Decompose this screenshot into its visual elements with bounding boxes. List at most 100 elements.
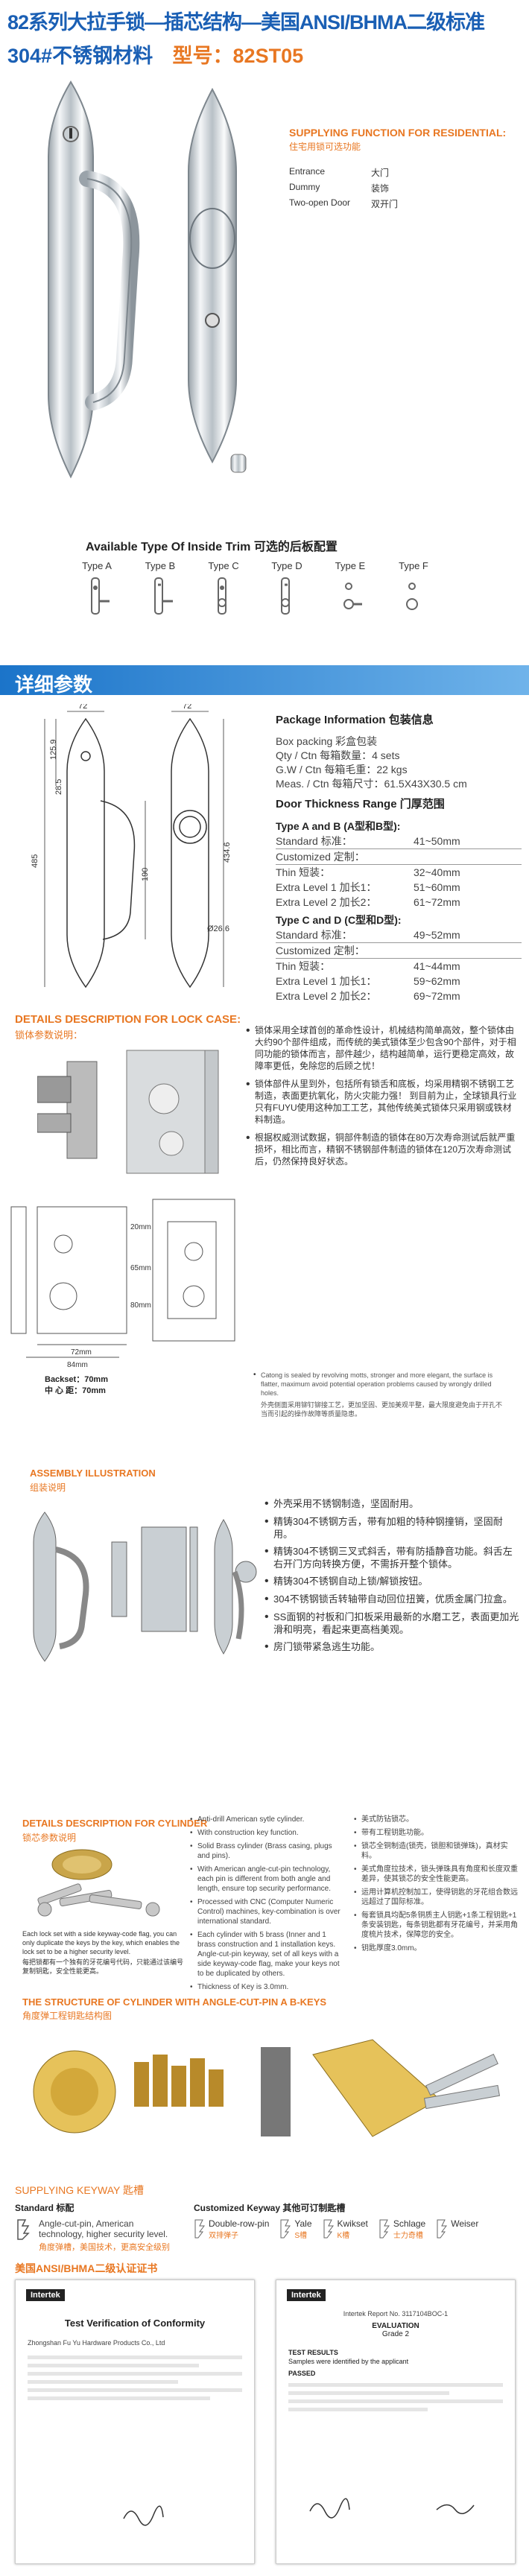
dim-65mm: 65mm	[130, 1264, 151, 1272]
dim-28: 28.5	[54, 779, 63, 795]
dim-72mm: 72mm	[71, 1348, 92, 1357]
certificate-title: 美国ANSI/BHMA二级认证证书	[15, 2262, 158, 2274]
cylinder-caption-en: Each lock set with a side keyway-code fl…	[22, 1930, 180, 1955]
keyway-customized: Customized Keyway 其他可订制匙槽 Double-row-pin…	[194, 2201, 522, 2240]
trim-type-label: Type E	[335, 560, 366, 571]
assembly-subtitle: 组装说明	[30, 1482, 66, 1493]
assembly-bullet: •房门锁带紧急逃生功能。	[264, 1640, 381, 1653]
keyway-title: SUPPLYING KEYWAY 匙槽	[15, 2184, 144, 2196]
cylinder-bullet-cn: •美式防钻锁芯。	[354, 1815, 414, 1824]
riveting-note-en: Catong is sealed by revolving motts, str…	[261, 1371, 493, 1397]
cylinder-bullets-en: •Anti-drill American sytle cylinder. •Wi…	[190, 1815, 346, 1996]
inside-trim-types: Type A Type B Type C Type D Type E Type …	[75, 560, 462, 642]
package-row: G.W / Ctn 每箱毛重：22 kgs	[276, 764, 408, 775]
function-en: Two-open Door	[289, 197, 351, 208]
trim-type-d: Type D	[264, 560, 309, 623]
dim-80mm: 80mm	[130, 1301, 151, 1310]
package-row: Box packing 彩盒包装	[276, 735, 378, 747]
trim-type-e: Type E	[328, 560, 373, 623]
thickness-row: Thin 短装：32~40mm	[276, 866, 460, 878]
dim-190: 190	[141, 868, 150, 881]
cylinder-caption-cn: 每把锁都有一个独有的牙花编号代码，只能通过该编号复制钥匙，安全性能更高。	[22, 1958, 184, 1975]
trim-type-label: Type D	[271, 560, 302, 571]
supplying-function: SUPPLYING FUNCTION FOR RESIDENTIAL: 住宅用锁…	[289, 127, 513, 213]
function-en: Dummy	[289, 182, 320, 192]
trim-type-label: Type A	[82, 560, 112, 571]
thickness-row: Extra Level 1 加长1：51~60mm	[276, 881, 460, 893]
product-image-handle-set	[48, 80, 247, 479]
title-line-1: 82系列大拉手锁—插芯结构—美国ANSI/BHMA二级标准	[7, 11, 485, 34]
dim-20mm: 20mm	[130, 1223, 151, 1231]
signature-mark	[309, 2498, 350, 2519]
trim-e-icon	[343, 583, 362, 609]
certificate-left-company: Zhongshan Fu Yu Hardware Products Co., L…	[28, 2339, 165, 2347]
thickness-row: Thin 短装：41~44mm	[276, 960, 460, 972]
door-thickness: Door Thickness Range 门厚范围 Type A and B (…	[276, 796, 522, 1003]
assembly-bullet: •精铸304不锈钢三叉式斜舌，带有防插静音功能。斜舌左右开门方向转换方便，不需拆…	[264, 1545, 513, 1570]
trim-f-icon	[406, 583, 418, 610]
keyway-standard-title: Standard 标配	[15, 2203, 75, 2213]
certificate-right-grade: Grade 2	[381, 2330, 410, 2338]
dim-84mm: 84mm	[67, 1361, 88, 1369]
title-material: 304#不锈钢材料	[7, 45, 153, 67]
assembly-bullet: •精铸304不锈钢自动上锁/解锁按钮。	[264, 1575, 428, 1587]
package-row: Qty / Ctn 每箱数量：4 sets	[276, 749, 400, 761]
lockcase-photo	[37, 1050, 219, 1174]
assembly-bullet: •精铸304不锈钢方舌，带有加粗的特种钢撞销，坚固耐用。	[264, 1515, 503, 1540]
keyway-weiser: Weiser	[436, 2218, 478, 2240]
trim-type-label: Type B	[145, 560, 176, 571]
trim-b-icon	[154, 577, 173, 615]
certificate-right-results: TEST RESULTS	[288, 2349, 338, 2356]
cylinder-bullet-cn: •钥匙厚度3.0mm。	[354, 1944, 422, 1952]
type-cd-title: Type C and D (C型和D型):	[276, 914, 402, 926]
cylinder-keys-photo	[37, 1849, 160, 1917]
thickness-row: Extra Level 2 加长2：69~72mm	[276, 990, 460, 1002]
trim-type-label: Type C	[208, 560, 239, 571]
detail-params-bar: 详细参数	[0, 665, 529, 696]
function-cn: 双开门	[371, 199, 399, 209]
yale-keyway-icon	[280, 2219, 291, 2239]
cylinder-bullet-en: •Solid Brass cylinder (Brass casing, plu…	[190, 1842, 332, 1860]
intertek-logo-left: Intertek	[26, 2289, 65, 2301]
package-title: Package Information 包装信息	[276, 714, 434, 726]
certificate-right-report: Intertek Report No. 3117104BOC-1	[343, 2310, 449, 2318]
cylinder-bullet-en: •Each cylinder with 5 brass (Inner and 1…	[190, 1931, 340, 1978]
lockcase-bullet: •根据权威测试数据，铜部件制造的锁体在80万次寿命测试后就严重损坏，相比而言，精…	[246, 1132, 516, 1167]
weiser-keyway-icon	[437, 2219, 448, 2239]
intertek-logo-right: Intertek	[287, 2289, 326, 2301]
trim-type-label: Type F	[399, 560, 428, 571]
supplying-row: Entrance 大门	[289, 166, 513, 179]
lockcase-subtitle: 锁体参数说明：	[15, 1030, 83, 1041]
dim-125: 125.9	[49, 739, 58, 760]
trim-d-icon	[281, 577, 290, 615]
thickness-row: Extra Level 1 加长1：59~62mm	[276, 975, 460, 987]
angle-cut-subtitle: 角度弹工程钥匙结构图	[22, 2011, 113, 2021]
certificate-right-eval: EVALUATION	[372, 2322, 419, 2330]
trim-type-b: Type B	[138, 560, 183, 623]
cylinder-subtitle: 锁芯参数说明	[22, 1833, 77, 1843]
thickness-row: Standard 标准：49~52mm	[276, 927, 522, 943]
signature-mark	[123, 2505, 164, 2526]
lockcase-bullet: •锁体部件从里到外，包括所有锁舌和底板，均采用精钢不锈钢工艺制造，表面更抗氧化，…	[246, 1078, 517, 1125]
keyway-standard-en: Angle-cut-pin, American technology, high…	[39, 2218, 168, 2239]
cylinder-bullet-cn: •带有工程钥匙功能。	[354, 1829, 428, 1837]
cylinder-bullet-en: •Anti-drill American sytle cylinder.	[190, 1815, 305, 1824]
thickness-row: Customized 定制：	[276, 849, 522, 865]
angle-cut-diagram	[33, 2039, 501, 2137]
page-header: 82系列大拉手锁—插芯结构—美国ANSI/BHMA二级标准 304#不锈钢材料 …	[7, 6, 522, 69]
keyway-standard: Standard 标配 Angle-cut-pin, American tech…	[15, 2201, 179, 2253]
dim-diameter: Ø26.6	[207, 924, 229, 933]
riveting-note-cn: 外壳侧面采用铆钉铆接工艺，更加坚固、更加美观平整，最大限度避免由于开孔不当而引起…	[261, 1401, 503, 1418]
supplying-subtitle: 住宅用锁可选功能	[289, 142, 361, 152]
backset-label: Backset：70mm	[45, 1375, 108, 1384]
assembly-title: ASSEMBLY ILLUSTRATION	[30, 1468, 156, 1479]
assembly-bullet: •外壳采用不锈钢制造，坚固耐用。	[264, 1497, 419, 1510]
function-cn: 大门	[371, 168, 390, 178]
keyway-custom-title: Customized Keyway 其他可订制匙槽	[194, 2203, 346, 2213]
schlage-keyway-icon	[379, 2219, 390, 2239]
cylinder-bullet-cn: •每套锁具均配5条铜质主人钥匙+1条工程钥匙+1条安装钥匙，每条钥匙都有牙花编号…	[354, 1912, 518, 1939]
double-row-keyway-icon	[194, 2219, 205, 2239]
certificate-right-samples: Samples were identified by the applicant	[288, 2358, 409, 2365]
cylinder-caption: Each lock set with a side keyway-code fl…	[22, 1929, 186, 1976]
